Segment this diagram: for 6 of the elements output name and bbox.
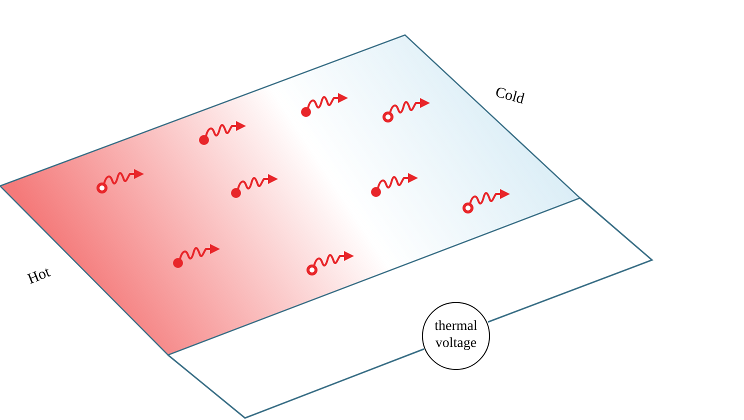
gradient-plate	[0, 33, 582, 357]
wire	[488, 197, 654, 323]
wire	[168, 348, 424, 419]
temperature-label: Cold	[493, 84, 526, 108]
voltmeter-label: thermal voltage	[434, 319, 478, 353]
temperature-label: Hot	[26, 264, 53, 289]
